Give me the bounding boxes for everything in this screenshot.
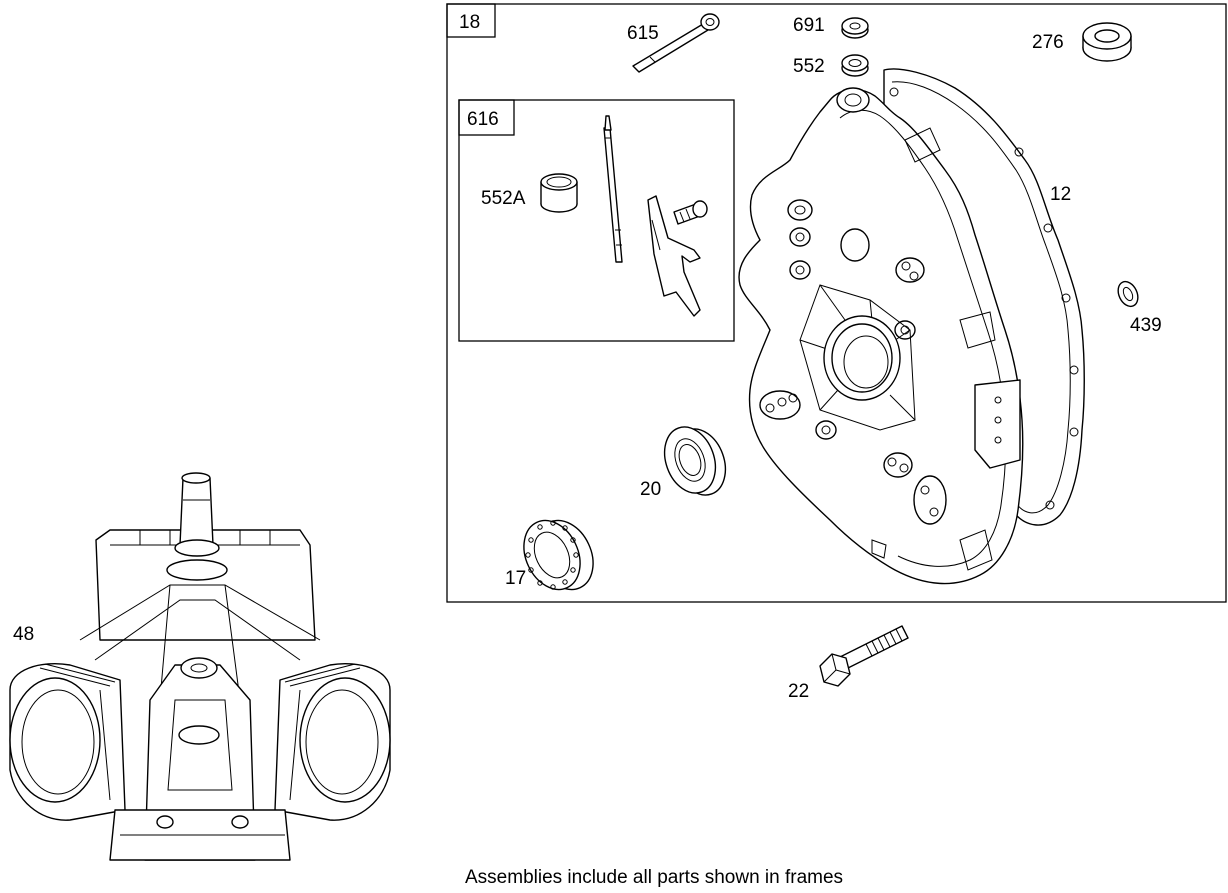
thrust-bearing-balls (525, 520, 579, 590)
part-276-oil-seal (1082, 22, 1132, 62)
assemblies-caption: Assemblies include all parts shown in fr… (465, 867, 843, 888)
part-615-pin (632, 13, 720, 73)
label-17: 17 (505, 568, 526, 589)
label-439: 439 (1130, 315, 1162, 336)
right-cylinder (274, 663, 391, 821)
part-439-washer (1117, 280, 1139, 308)
frame-616: 616 (458, 99, 735, 342)
label-48: 48 (13, 624, 34, 645)
part-17-thrust-bearing (523, 519, 594, 591)
part-552A-bushing (540, 173, 578, 213)
block-fins (139, 530, 271, 545)
left-cylinder (9, 663, 126, 821)
label-552A: 552A (481, 188, 526, 209)
part-labels: 615 691 552 276 552A 12 439 20 17 22 48 (13, 15, 1162, 702)
part-552-seal (841, 54, 869, 77)
frame-18: 18 (446, 3, 1227, 603)
part-20-bearing (663, 426, 727, 496)
label-691: 691 (793, 15, 825, 36)
screw (673, 200, 708, 225)
label-12: 12 (1050, 184, 1071, 205)
part-22-bolt (819, 625, 909, 687)
crankcase-cover (738, 87, 1024, 585)
governor-lever (647, 195, 701, 317)
label-20: 20 (640, 479, 661, 500)
label-552: 552 (793, 56, 825, 77)
label-276: 276 (1032, 32, 1064, 53)
part-48-crankcase (9, 472, 391, 861)
label-22: 22 (788, 681, 809, 702)
frame-18-label: 18 (459, 12, 480, 33)
label-615: 615 (627, 23, 659, 44)
frame-616-label: 616 (467, 109, 499, 130)
governor-shaft (603, 115, 623, 263)
bolt-threads (865, 628, 903, 657)
part-691-washer (841, 17, 869, 39)
